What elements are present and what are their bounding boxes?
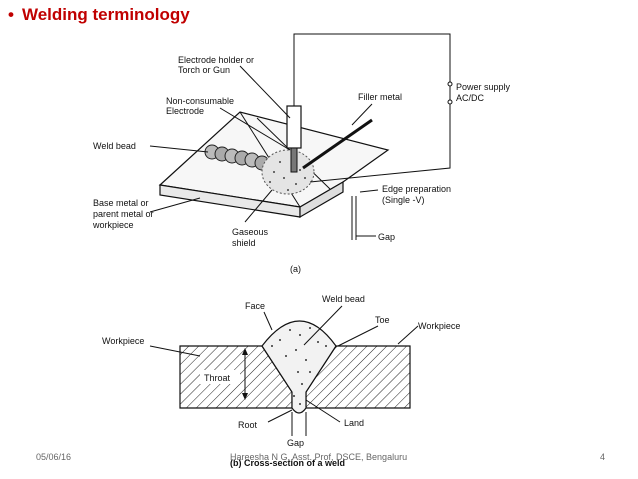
label-toe: Toe <box>375 315 390 325</box>
label-base-metal-2: parent metal or <box>93 209 154 219</box>
filler-rod <box>302 118 373 170</box>
electrode <box>290 147 298 173</box>
leader-lines <box>149 65 379 237</box>
label-land: Land <box>344 418 364 428</box>
power-cable <box>293 33 451 183</box>
weld-metal-section <box>261 320 337 414</box>
label-power-supply-2: AC/DC <box>456 93 485 103</box>
label-workpiece-right: Workpiece <box>418 321 460 331</box>
label-electrode-holder-1: Electrode holder or <box>178 55 254 65</box>
throat-arrow-top <box>242 348 248 355</box>
title-text: Welding terminology <box>21 5 190 24</box>
label-non-consumable-1: Non-consumable <box>166 96 234 106</box>
footer-author: Hareesha N G, Asst. Prof, DSCE, Bengalur… <box>230 452 408 462</box>
terminal-bottom <box>447 99 453 105</box>
diagram-a: Electrode holder or Torch or Gun Non-con… <box>92 33 511 274</box>
label-gap-b: Gap <box>287 438 304 448</box>
label-weld-bead-a: Weld bead <box>93 141 136 151</box>
label-edge-prep-1: Edge preparation <box>382 184 451 194</box>
label-base-metal-1: Base metal or <box>93 198 149 208</box>
throat-label-bg <box>200 370 240 384</box>
footer-date: 05/06/16 <box>36 452 72 462</box>
caption-a: (a) <box>290 264 301 274</box>
slide-title: • Welding terminology <box>8 5 190 25</box>
label-non-consumable-2: Electrode <box>166 106 204 116</box>
label-weld-bead-b: Weld bead <box>322 294 365 304</box>
caption-b: (b) Cross-section of a weld <box>230 458 345 468</box>
terminal-top <box>447 81 453 87</box>
label-gap-a: Gap <box>378 232 395 242</box>
label-gaseous-2: shield <box>232 238 256 248</box>
label-workpiece-left: Workpiece <box>102 336 144 346</box>
label-face: Face <box>245 301 265 311</box>
label-throat: Throat <box>204 373 231 383</box>
base-plate-right <box>299 180 344 219</box>
title-bullet: • <box>8 5 14 24</box>
footer-page-number: 4 <box>600 452 606 462</box>
label-power-supply-1: Power supply <box>456 82 511 92</box>
torch-body <box>286 105 302 149</box>
label-root: Root <box>238 420 258 430</box>
label-edge-prep-2: (Single -V) <box>382 195 425 205</box>
weld-metal-dots <box>271 327 327 405</box>
leader-lines-b <box>149 305 419 423</box>
throat-arrow-bottom <box>242 393 248 400</box>
label-base-metal-3: workpiece <box>92 220 134 230</box>
diagram-b: Face Weld bead Toe Workpiece Workpiece T… <box>102 294 460 468</box>
label-gaseous-1: Gaseous <box>232 227 269 237</box>
label-filler-metal: Filler metal <box>358 92 402 102</box>
gaseous-shield <box>261 149 315 195</box>
label-electrode-holder-2: Torch or Gun <box>178 65 230 75</box>
